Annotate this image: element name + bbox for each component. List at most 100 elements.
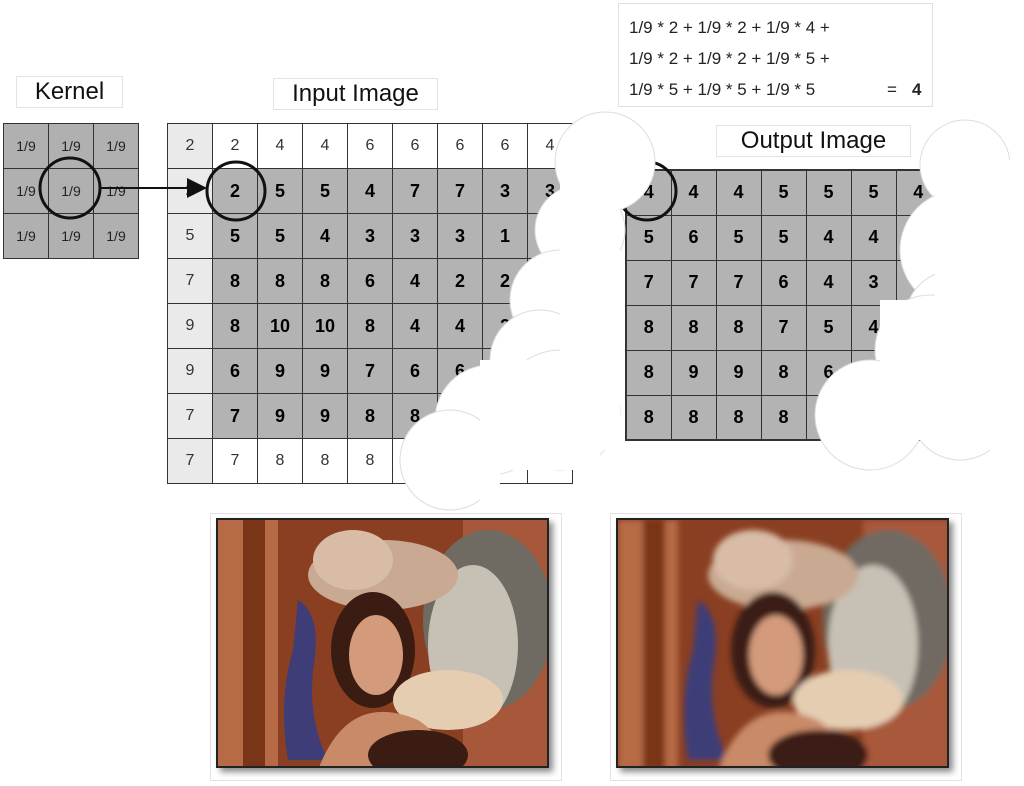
- input-cell: 7: [347, 348, 393, 394]
- kernel-cell: 1/9: [93, 213, 139, 259]
- input-cell: [482, 348, 528, 394]
- input-cell: 9: [167, 348, 213, 394]
- output-cell: 7: [625, 259, 672, 306]
- input-cell: 6: [437, 348, 483, 394]
- input-cell: [527, 213, 573, 259]
- output-cell: 4: [895, 169, 942, 216]
- input-cell: [437, 393, 483, 439]
- output-cell: [850, 394, 897, 441]
- formula-equals: =: [887, 80, 897, 99]
- output-photo: [610, 513, 962, 781]
- input-cell: 2: [167, 123, 213, 169]
- output-cell: 3: [895, 214, 942, 261]
- input-cell: 4: [257, 123, 303, 169]
- output-cell: 7: [760, 304, 807, 351]
- input-cell: [482, 393, 528, 439]
- input-cell: 3: [437, 213, 483, 259]
- input-cell: 4: [347, 168, 393, 214]
- input-cell: 7: [212, 393, 258, 439]
- output-cell: 8: [625, 349, 672, 396]
- input-cell: 9: [257, 393, 303, 439]
- output-cell: 5: [760, 169, 807, 216]
- kernel-grid: 1/9 1/9 1/9 1/9 1/9 1/9 1/9 1/9 1/9: [3, 123, 139, 259]
- formula-line-1: 1/9 * 2 + 1/9 * 2 + 1/9 * 4 +: [629, 18, 830, 37]
- input-cell: 4: [527, 123, 573, 169]
- input-cell: 8: [212, 303, 258, 349]
- output-cell: 5: [625, 214, 672, 261]
- kernel-cell: 1/9: [48, 213, 94, 259]
- output-cell: 8: [715, 304, 762, 351]
- input-cell: 5: [302, 168, 348, 214]
- input-cell: [527, 393, 573, 439]
- formula-line-3: 1/9 * 5 + 1/9 * 5 + 1/9 * 5: [629, 80, 816, 99]
- input-cell: 8: [257, 258, 303, 304]
- output-cell: 8: [760, 349, 807, 396]
- output-cell: 5: [760, 214, 807, 261]
- input-cell: 6: [392, 348, 438, 394]
- input-cell: 8: [302, 438, 348, 484]
- input-cell: 7: [392, 168, 438, 214]
- input-cell: 2: [437, 258, 483, 304]
- input-cell: 7: [167, 258, 213, 304]
- output-cell: [895, 349, 942, 396]
- output-cell: 4: [805, 214, 852, 261]
- output-image-title: Output Image: [716, 125, 911, 157]
- output-cell: [850, 349, 897, 396]
- input-cell: [527, 438, 573, 484]
- output-cell: 9: [715, 349, 762, 396]
- input-cell: 5: [212, 213, 258, 259]
- input-cell: 9: [302, 393, 348, 439]
- output-cell: [895, 394, 942, 441]
- input-cell: 8: [392, 393, 438, 439]
- output-cell: 9: [670, 349, 717, 396]
- output-cell: 6: [760, 259, 807, 306]
- output-cell: 5: [805, 304, 852, 351]
- input-cell: 3: [347, 213, 393, 259]
- output-cell: 4: [850, 304, 897, 351]
- input-cell: 6: [347, 123, 393, 169]
- input-cell: 9: [167, 303, 213, 349]
- input-cell: 4: [302, 213, 348, 259]
- input-cell: 8: [212, 258, 258, 304]
- convolution-formula: 1/9 * 2 + 1/9 * 2 + 1/9 * 4 + 1/9 * 2 + …: [618, 3, 933, 107]
- output-cell: 8: [625, 304, 672, 351]
- input-cell: 10: [302, 303, 348, 349]
- input-cell: [527, 258, 573, 304]
- output-cell: 5: [715, 214, 762, 261]
- input-photo: [210, 513, 562, 781]
- formula-result: 4: [912, 80, 922, 99]
- input-cell: 7: [167, 393, 213, 439]
- input-cell: 5: [167, 213, 213, 259]
- output-cell: 8: [715, 394, 762, 441]
- input-image-title: Input Image: [273, 78, 438, 110]
- input-cell: 6: [212, 348, 258, 394]
- kernel-cell: 1/9: [3, 213, 49, 259]
- output-cell: 6: [805, 349, 852, 396]
- output-cell: 8: [760, 394, 807, 441]
- kernel-cell: 1/9: [48, 123, 94, 169]
- input-cell: 5: [257, 213, 303, 259]
- input-cell: 6: [392, 123, 438, 169]
- input-cell: 4: [392, 258, 438, 304]
- input-cell: 2: [482, 258, 528, 304]
- kernel-cell: 1/9: [3, 123, 49, 169]
- blurred-portrait-photo: [616, 518, 949, 768]
- kernel-title: Kernel: [16, 76, 123, 108]
- input-cell: 2: [167, 168, 213, 214]
- output-cell: [805, 394, 852, 441]
- formula-line-2: 1/9 * 2 + 1/9 * 2 + 1/9 * 5 +: [629, 49, 830, 68]
- input-cell: 9: [257, 348, 303, 394]
- input-cell: 6: [347, 258, 393, 304]
- input-cell: [437, 438, 483, 484]
- input-cell: 9: [302, 348, 348, 394]
- output-cell: 7: [670, 259, 717, 306]
- input-cell: 2: [482, 303, 528, 349]
- output-cell: 6: [670, 214, 717, 261]
- input-cell: 10: [257, 303, 303, 349]
- input-cell: 4: [302, 123, 348, 169]
- output-cell: 5: [805, 169, 852, 216]
- input-cell: 6: [437, 123, 483, 169]
- input-cell: 3: [527, 168, 573, 214]
- input-cell: 8: [302, 258, 348, 304]
